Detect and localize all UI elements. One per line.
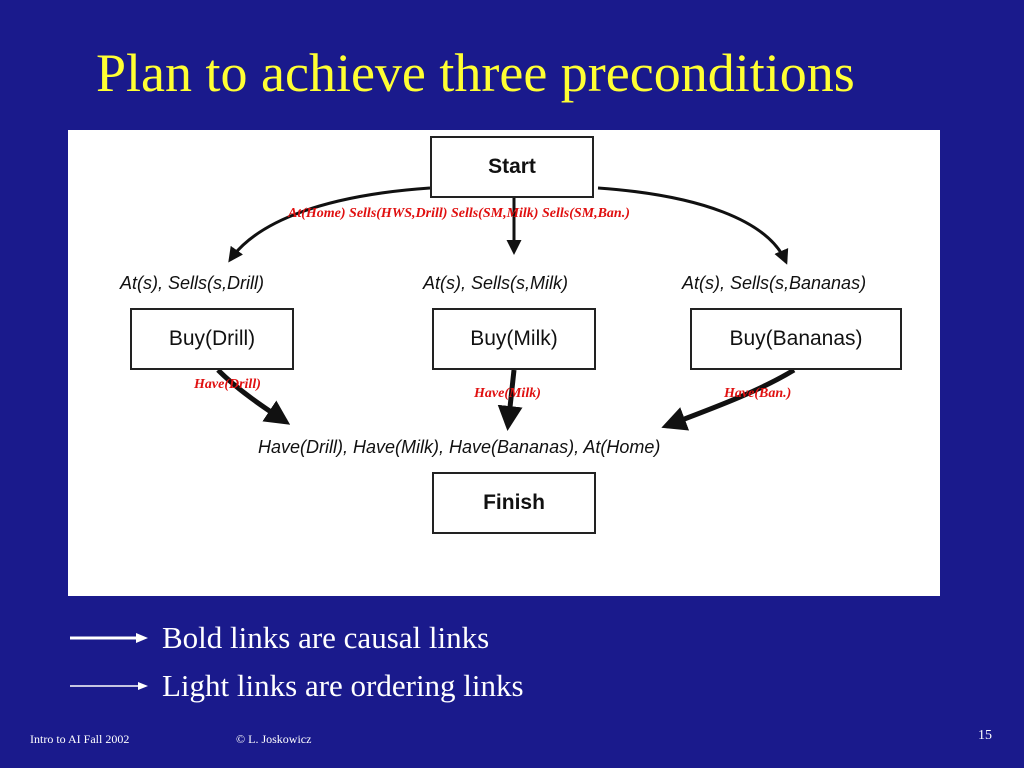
slide-title: Plan to achieve three preconditions [96, 43, 855, 103]
legend-bold: Bold links are causal links [68, 620, 489, 656]
legend-light: Light links are ordering links [68, 668, 524, 704]
bold-arrow-icon [70, 633, 148, 643]
link-start-to-drill [228, 186, 431, 263]
have-milk-annotation: Have(Milk) [474, 386, 541, 401]
link-milk-to-finish [497, 369, 523, 431]
have-drill-annotation: Have(Drill) [194, 377, 261, 392]
light-arrow-icon [70, 682, 148, 690]
page-number: 15 [978, 728, 992, 743]
footer-course: Intro to AI Fall 2002 [30, 732, 130, 746]
have-ban-annotation: Have(Ban.) [724, 386, 792, 401]
buy-milk-node: Buy(Milk) [432, 308, 596, 370]
legend-bold-label: Bold links are causal links [162, 620, 490, 655]
legend-light-label: Light links are ordering links [162, 668, 524, 703]
link-bananas-to-finish [661, 367, 796, 431]
plan-diagram: Start At(Home) Sells(HWS,Drill) Sells(SM… [68, 130, 940, 596]
link-drill-to-finish [216, 368, 291, 425]
drill-preconditions: At(s), Sells(s,Drill) [120, 273, 264, 293]
link-start-to-bananas [597, 186, 789, 265]
bananas-preconditions: At(s), Sells(s,Bananas) [682, 273, 867, 293]
finish-node: Finish [432, 472, 596, 534]
start-effects-annotation: At(Home) Sells(HWS,Drill) Sells(SM,Milk)… [288, 206, 630, 221]
finish-preconditions: Have(Drill), Have(Milk), Have(Bananas), … [258, 437, 661, 457]
milk-preconditions: At(s), Sells(s,Milk) [423, 273, 568, 293]
buy-drill-node: Buy(Drill) [130, 308, 294, 370]
footer-author: © L. Joskowicz [236, 732, 312, 746]
plan-diagram-links [216, 186, 796, 431]
start-node: Start [430, 136, 594, 198]
buy-bananas-node: Buy(Bananas) [690, 308, 902, 370]
